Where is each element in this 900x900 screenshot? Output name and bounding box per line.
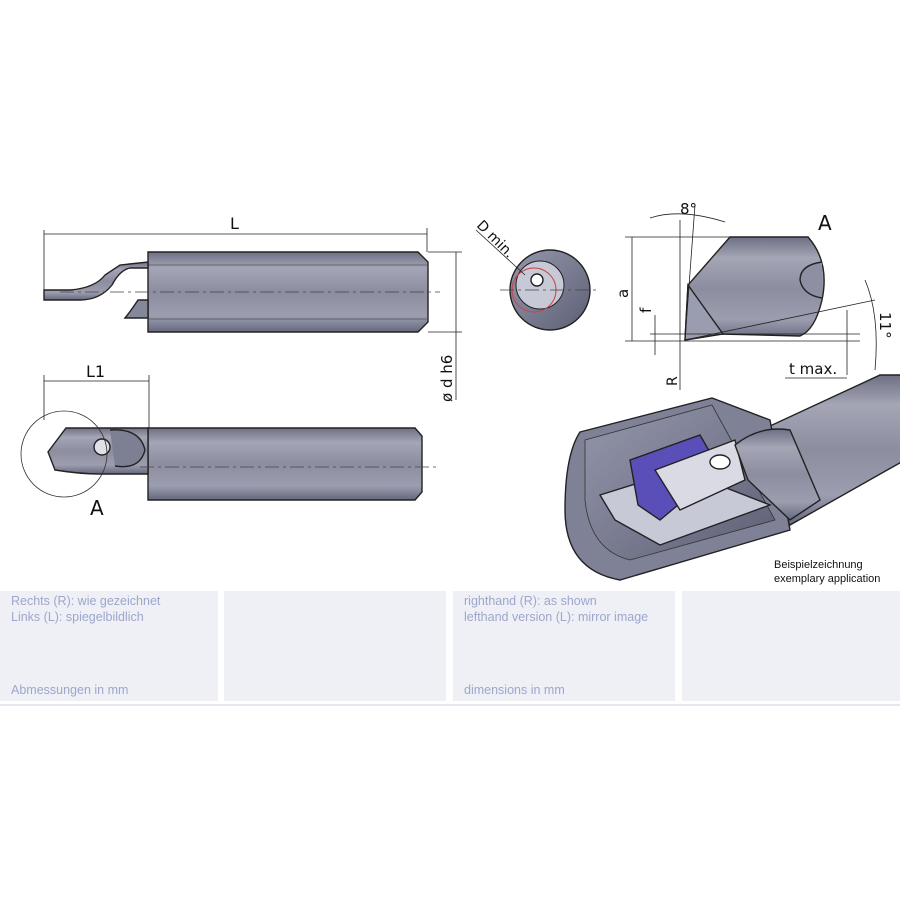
end-view: D min. — [473, 218, 600, 331]
r-label: R — [665, 376, 681, 386]
footer-box-empty-2 — [682, 591, 900, 701]
footer-box-empty-1 — [224, 591, 446, 701]
angle-8-label: 8° — [680, 200, 697, 218]
en-units: dimensions in mm — [464, 683, 565, 697]
a-label: a — [614, 289, 632, 298]
caption-de: Beispielzeichnung — [774, 559, 863, 571]
detail-title: A — [818, 211, 832, 235]
top-view: L1 A — [20, 362, 440, 520]
length-label: L — [230, 214, 239, 233]
d-min-label: D min. — [473, 218, 517, 262]
detail-a: 8° A a f R t max. 11° — [614, 200, 894, 390]
footer-divider — [0, 704, 900, 706]
side-view: L ø d h6 — [43, 214, 462, 402]
caption-en: exemplary application — [774, 573, 881, 585]
footer-box-en: righthand (R): as shown lefthand version… — [453, 591, 675, 701]
application-illustration — [564, 374, 900, 581]
angle-11-label: 11° — [876, 312, 894, 339]
en-line1: righthand (R): as shown — [464, 594, 597, 608]
detail-marker-a: A — [90, 496, 104, 520]
de-line1: Rechts (R): wie gezeichnet — [11, 594, 161, 608]
footer-box-de: Rechts (R): wie gezeichnet Links (L): sp… — [0, 591, 218, 701]
f-label: f — [637, 307, 655, 313]
de-line2: Links (L): spiegelbildlich — [11, 610, 144, 624]
diameter-label: ø d h6 — [438, 355, 456, 402]
t-max-label: t max. — [789, 360, 837, 378]
en-line2: lefthand version (L): mirror image — [464, 610, 649, 624]
l1-label: L1 — [86, 362, 105, 381]
de-units: Abmessungen in mm — [11, 683, 129, 697]
